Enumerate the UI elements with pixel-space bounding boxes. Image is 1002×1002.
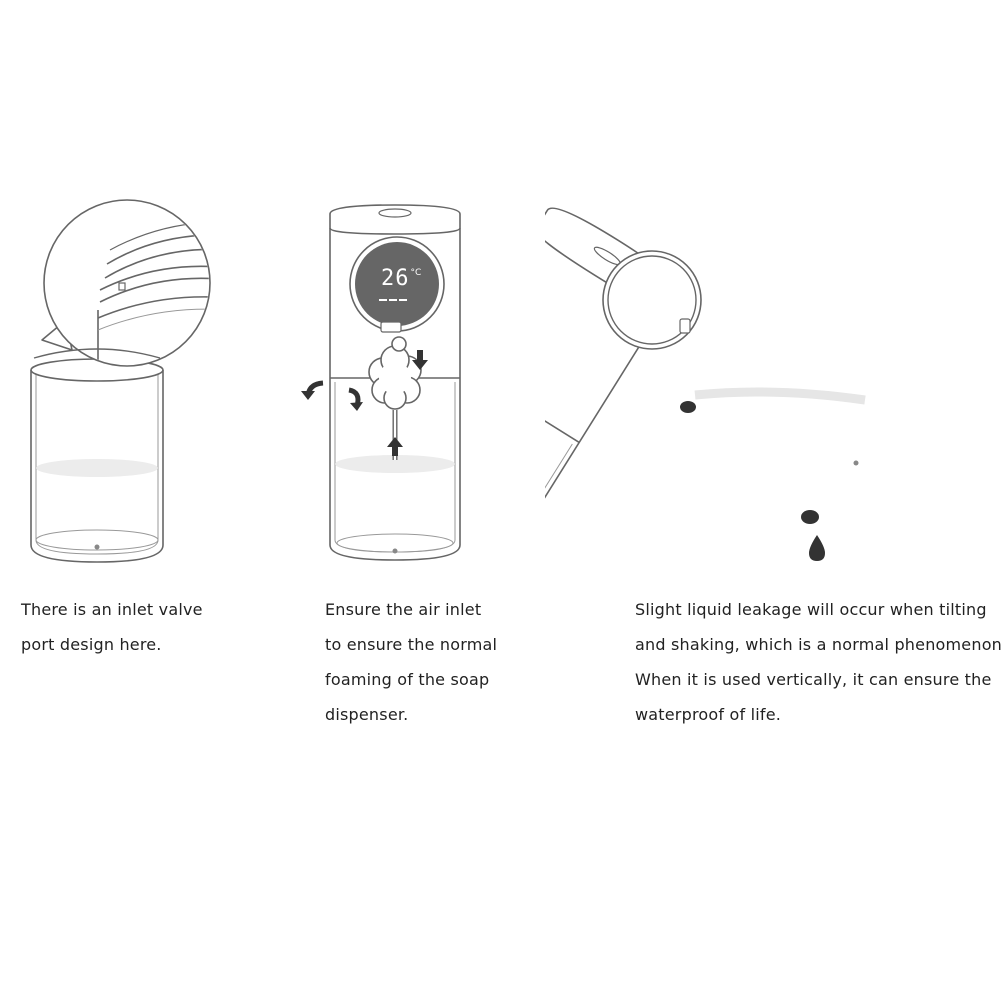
tilted-dispenser-illustration bbox=[545, 195, 915, 575]
caption-line: foaming of the soap bbox=[325, 670, 490, 689]
curved-arrow-outside bbox=[301, 380, 324, 400]
caption-line: dispenser. bbox=[325, 705, 409, 724]
temperature-value: 26 bbox=[381, 266, 410, 291]
leak-spot-top bbox=[680, 401, 696, 413]
leakage-caption: Slight liquid leakage will occur when ti… bbox=[635, 592, 1002, 732]
air-inlet-drawing bbox=[301, 204, 461, 561]
curved-arrow-inside bbox=[348, 387, 363, 411]
caption-line: to ensure the normal bbox=[325, 635, 498, 654]
falling-drop bbox=[809, 535, 825, 561]
inlet-valve-drawing bbox=[30, 199, 211, 563]
caption-line: port design here. bbox=[21, 635, 162, 654]
caption-line: waterproof of life. bbox=[635, 705, 782, 724]
inlet-valve-caption: There is an inlet valve port design here… bbox=[21, 592, 203, 662]
inlet-valve-illustration bbox=[0, 190, 230, 570]
magnifier-callout bbox=[41, 199, 211, 367]
liquid-level bbox=[694, 387, 866, 405]
caption-line: There is an inlet valve bbox=[21, 600, 203, 619]
caption-line: Slight liquid leakage will occur when ti… bbox=[635, 600, 987, 619]
liquid-level bbox=[36, 459, 158, 477]
air-inlet-illustration bbox=[295, 200, 485, 570]
up-arrow bbox=[387, 437, 403, 456]
display-panel bbox=[602, 250, 702, 350]
air-inlet-caption: Ensure the air inlet to ensure the norma… bbox=[325, 592, 497, 732]
tilted-dispenser-drawing bbox=[545, 207, 866, 574]
temperature-unit: °C bbox=[410, 268, 422, 278]
leak-spot-bottom bbox=[801, 510, 819, 524]
display-panel bbox=[349, 236, 445, 333]
bottom-hole bbox=[392, 548, 398, 554]
temperature-readout: 26 °C bbox=[381, 267, 421, 291]
bottom-hole bbox=[853, 460, 859, 466]
foam-cloud bbox=[368, 336, 422, 410]
caption-line: Ensure the air inlet bbox=[325, 600, 482, 619]
caption-line: When it is used vertically, it can ensur… bbox=[635, 670, 992, 689]
caption-line: and shaking, which is a normal phenomeno… bbox=[635, 635, 1002, 654]
bottom-hole bbox=[94, 544, 100, 550]
down-arrow bbox=[412, 350, 428, 370]
liquid-level bbox=[335, 455, 455, 473]
